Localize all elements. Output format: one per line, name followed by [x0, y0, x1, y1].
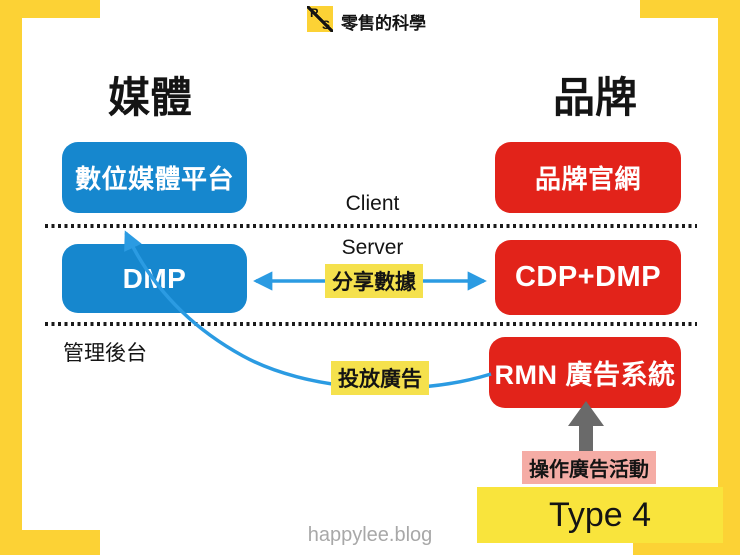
retail-science-logo-icon: R S [307, 6, 333, 32]
flow-label-share-data: 分享數據 [325, 264, 423, 298]
logo-letter-s: S [321, 18, 330, 32]
column-header-media: 媒體 [107, 74, 192, 121]
frame-right-strip [718, 0, 740, 555]
frame-bottom-left-strip [0, 530, 100, 555]
layer-label-admin-backend: 管理後台 [63, 342, 147, 365]
logo-letter-r: R [310, 6, 319, 20]
frame-top-left-strip [0, 0, 100, 18]
node-digital-media-platform: 數位媒體平台 [62, 142, 247, 213]
frame-left-strip [0, 0, 22, 555]
node-rmn-ad-system: RMN 廣告系統 [489, 337, 681, 408]
node-cdp-dmp: CDP+DMP [495, 240, 681, 315]
client-server-divider [45, 224, 697, 228]
node-brand-website: 品牌官網 [495, 142, 681, 213]
server-admin-divider [45, 322, 697, 326]
column-header-brand: 品牌 [552, 74, 637, 121]
type-badge: Type 4 [477, 487, 723, 543]
layer-label-client: Client [345, 192, 400, 215]
brand-name: 零售的科學 [341, 14, 426, 33]
flow-label-serve-ads: 投放廣告 [331, 361, 429, 395]
node-dmp: DMP [62, 244, 247, 313]
layer-label-server: Server [341, 236, 404, 259]
operate-campaign-up-arrow [568, 401, 604, 452]
frame-top-right-strip [640, 0, 740, 18]
watermark: happylee.blog [307, 524, 433, 546]
flow-label-operate-campaign: 操作廣告活動 [522, 451, 656, 484]
